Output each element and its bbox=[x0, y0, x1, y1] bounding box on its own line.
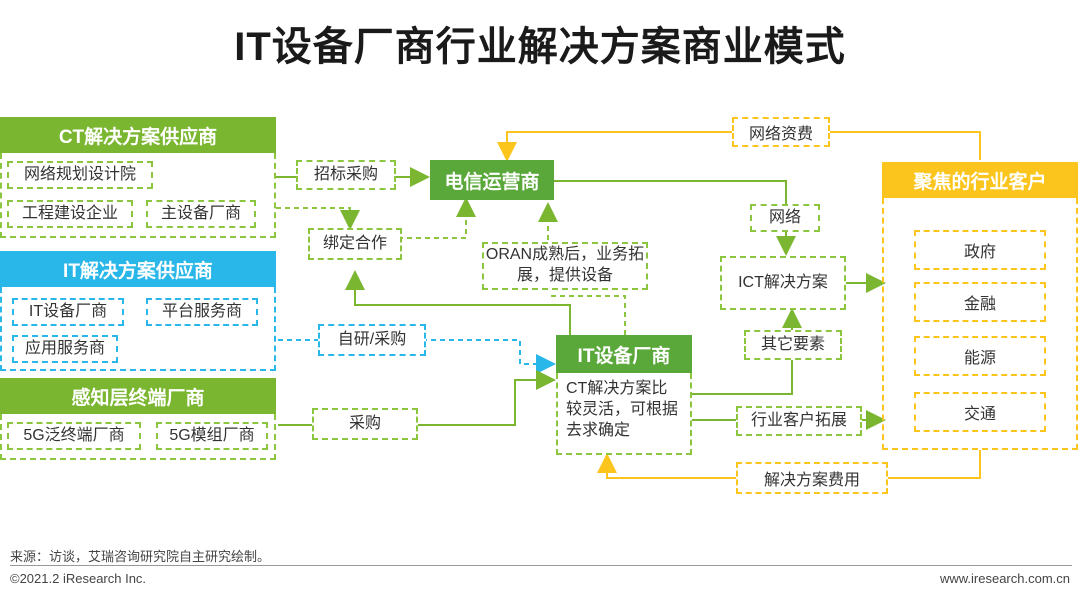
label-solution-fee: 解决方案费用 bbox=[736, 462, 888, 494]
it-item-application: 应用服务商 bbox=[12, 335, 118, 363]
terminal-vendors-header: 感知层终端厂商 bbox=[0, 378, 276, 414]
label-industry-expansion: 行业客户拓展 bbox=[736, 406, 862, 436]
arrow-bundled-to-telecom bbox=[398, 197, 476, 239]
it-vendor-header: IT设备厂商 bbox=[556, 335, 692, 373]
page-title: IT设备厂商行业解决方案商业模式 bbox=[234, 25, 846, 69]
terminal-vendors-group bbox=[0, 414, 276, 460]
source-note: 来源：访谈，艾瑞咨询研究院自主研究绘制。 bbox=[10, 549, 271, 564]
customer-transport: 交通 bbox=[914, 392, 1046, 432]
customer-government: 政府 bbox=[914, 230, 1046, 270]
label-bidding: 招标采购 bbox=[296, 160, 396, 190]
terminal-item-5g-module: 5G模组厂商 bbox=[156, 422, 268, 450]
label-bundled: 绑定合作 bbox=[308, 228, 402, 260]
ct-item-construction: 工程建设企业 bbox=[7, 200, 133, 228]
arrow-itvendor-to-bundled bbox=[345, 270, 571, 335]
copyright: ©2021.2 iResearch Inc. bbox=[10, 571, 147, 586]
footer-divider bbox=[10, 565, 1072, 566]
arrow-ct-to-bundled bbox=[276, 207, 360, 230]
it-item-platform: 平台服务商 bbox=[146, 298, 258, 326]
label-network-fee: 网络资费 bbox=[732, 117, 830, 147]
ct-suppliers-header: CT解决方案供应商 bbox=[0, 117, 276, 153]
it-item-it-vendor: IT设备厂商 bbox=[12, 298, 124, 326]
it-vendor-desc: CT解决方案比较灵活，可根据去求确定 bbox=[556, 373, 692, 455]
telecom-operator: 电信运营商 bbox=[430, 160, 554, 200]
ct-suppliers-group bbox=[0, 153, 276, 238]
label-network: 网络 bbox=[750, 204, 820, 232]
ct-item-design-institute: 网络规划设计院 bbox=[7, 161, 153, 189]
customers-header: 聚焦的行业客户 bbox=[882, 162, 1078, 198]
terminal-item-5g-terminal: 5G泛终端厂商 bbox=[7, 422, 141, 450]
it-suppliers-header: IT解决方案供应商 bbox=[0, 251, 276, 287]
customers-group bbox=[882, 198, 1078, 450]
label-purchase: 采购 bbox=[312, 408, 418, 440]
label-self-dev: 自研/采购 bbox=[318, 324, 426, 356]
website: www.iresearch.com.cn bbox=[939, 571, 1070, 586]
ict-solution: ICT解决方案 bbox=[720, 256, 846, 310]
customer-energy: 能源 bbox=[914, 336, 1046, 376]
arrow-itvendor-to-oran bbox=[548, 295, 626, 335]
ct-item-main-equipment: 主设备厂商 bbox=[146, 200, 256, 228]
label-other-elements: 其它要素 bbox=[744, 330, 842, 360]
it-suppliers-group bbox=[0, 287, 276, 371]
customer-finance: 金融 bbox=[914, 282, 1046, 322]
label-oran: ORAN成熟后，业务拓展，提供设备 bbox=[482, 242, 648, 290]
